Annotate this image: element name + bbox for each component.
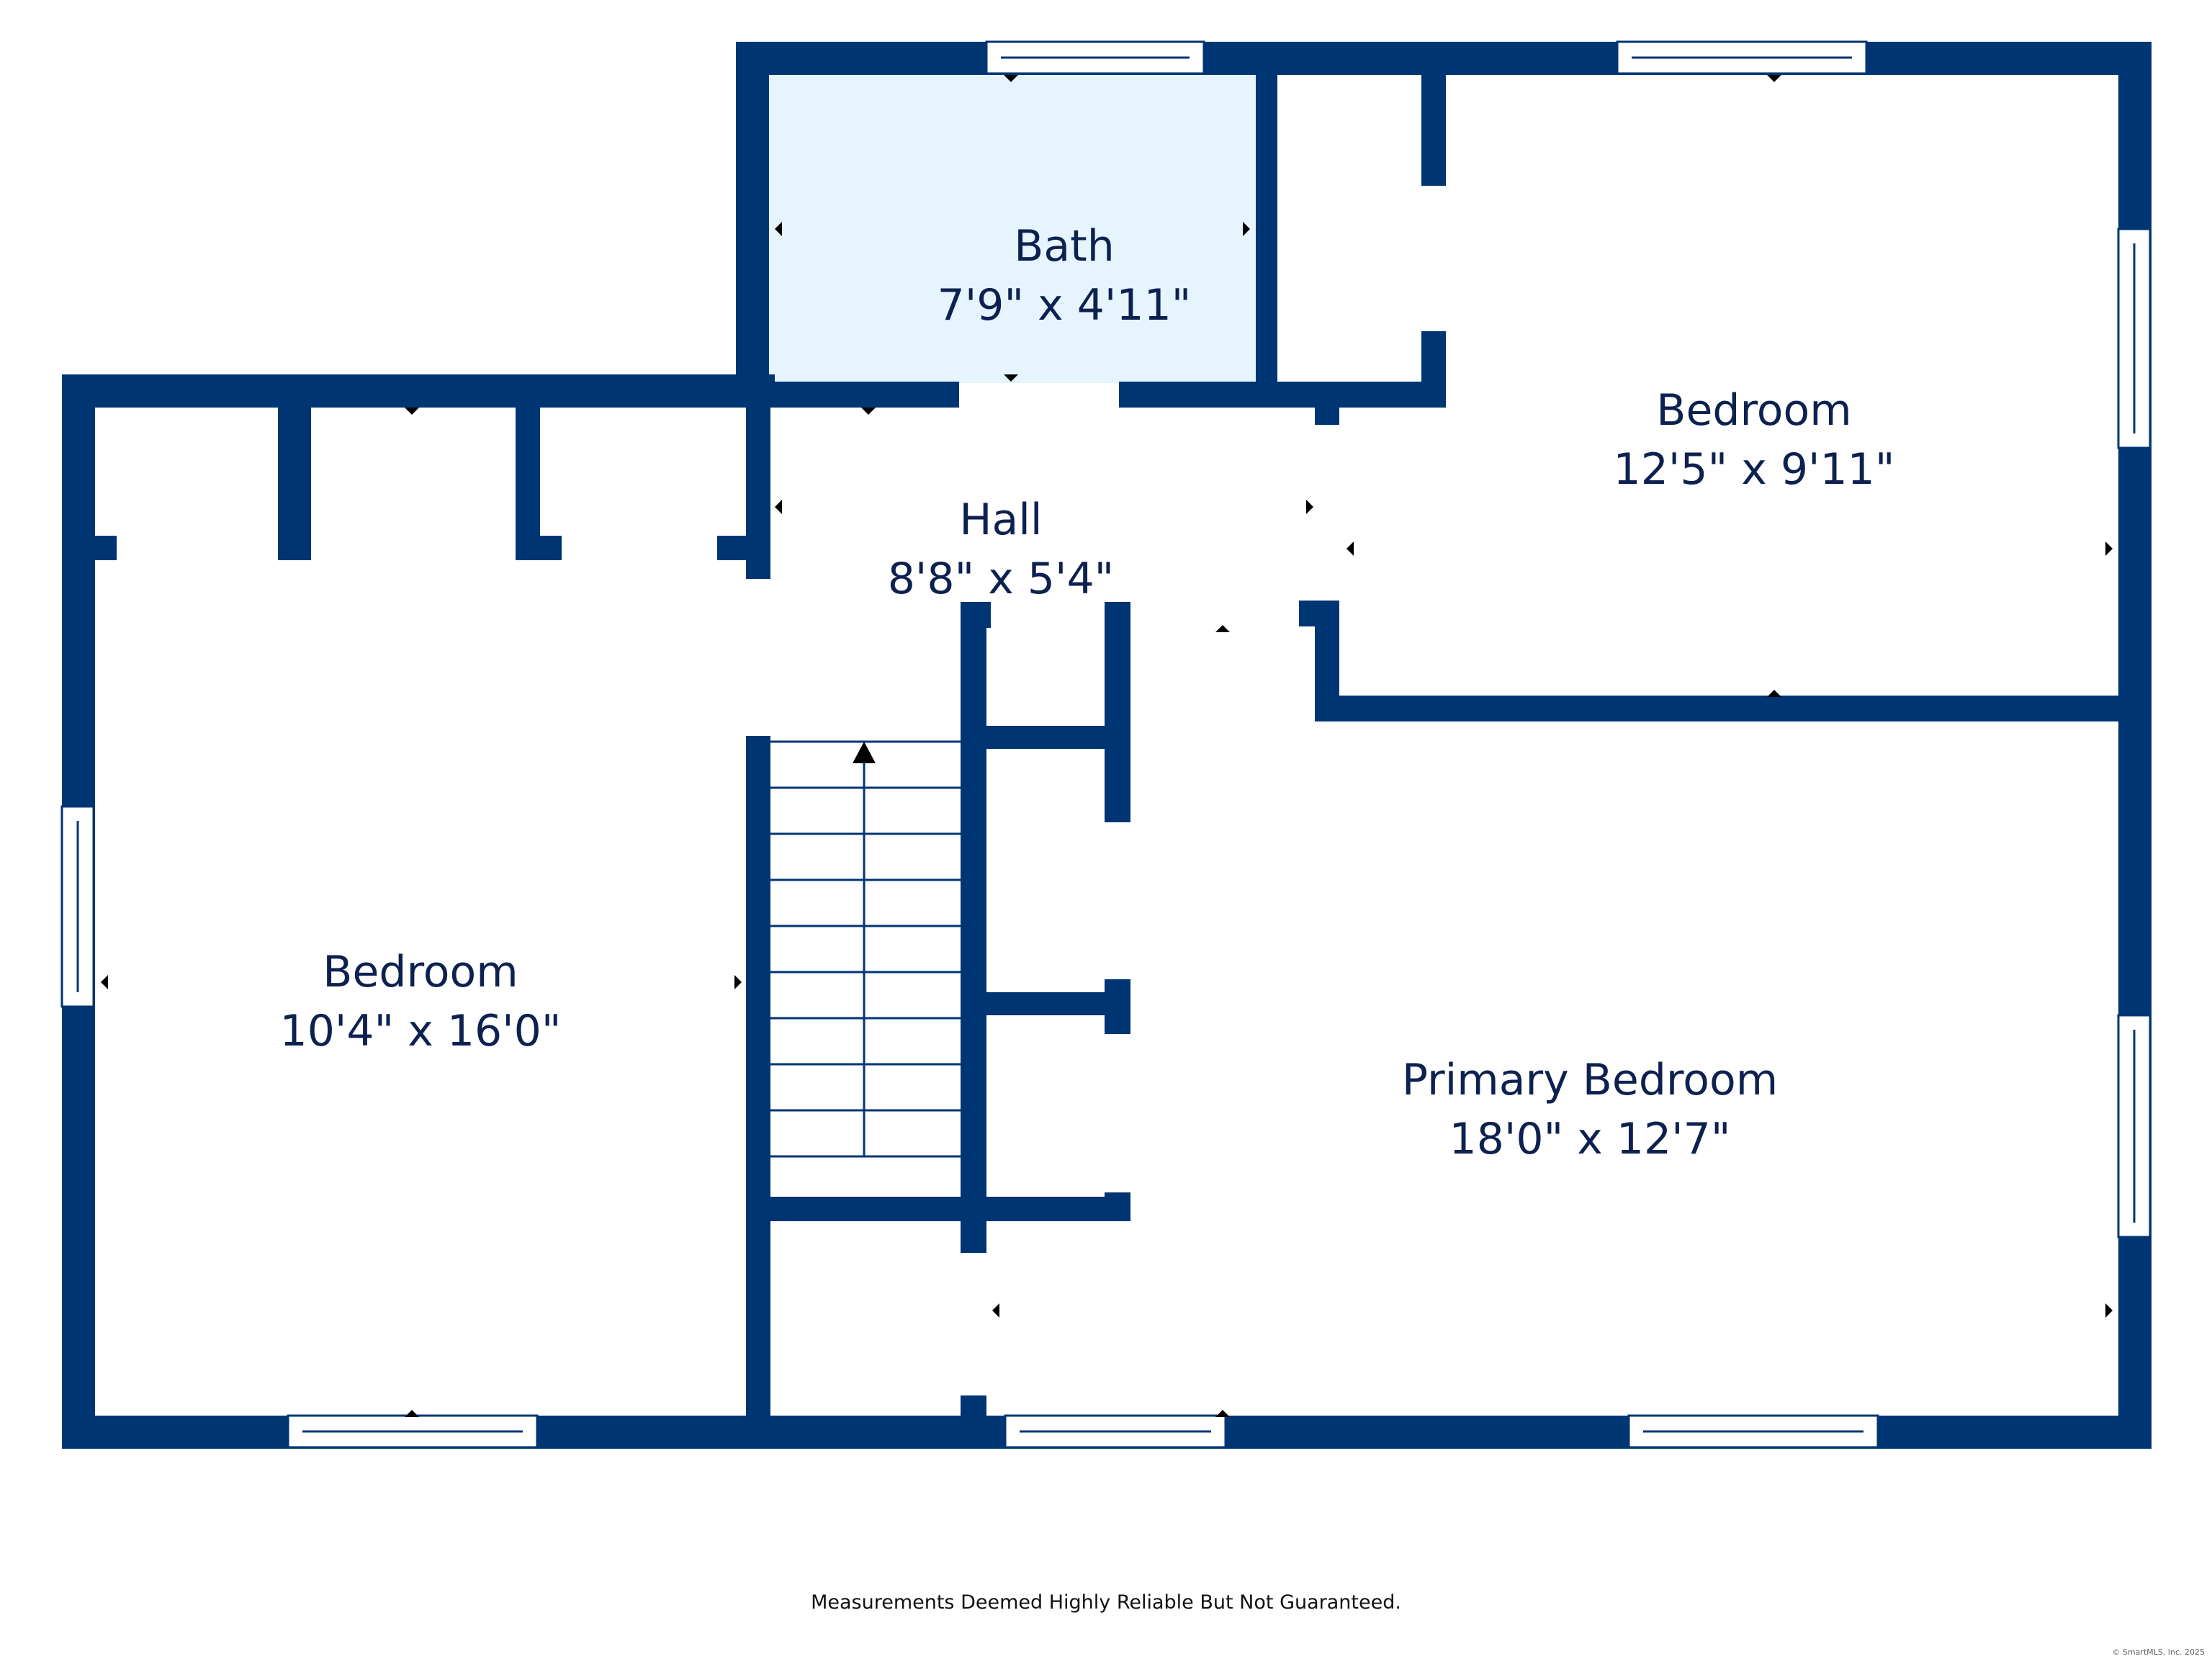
room-primary-bedroom: Primary Bedroom 18'0" x 12'7" [1402,1055,1778,1164]
bath-floor [768,73,1257,383]
room-name: Bedroom [323,947,518,997]
dimension-marker-icon [1767,75,1781,82]
room-hall: Hall 8'8" x 5'4" [888,495,1115,604]
dimension-marker-icon [1306,500,1313,514]
dimension-marker-icon [405,1410,419,1417]
dimension-marker-icon [1346,541,1354,556]
copyright-text: © SmartMLS, Inc. 2025 [2112,1647,2205,1657]
room-bedroom-left: Bedroom 10'4" x 16'0" [280,947,562,1056]
room-bath: Bath 7'9" x 4'11" [938,221,1192,331]
stair-arrow-up-icon [853,742,876,763]
dimension-marker-icon [1215,625,1230,632]
window-icon [287,1414,539,1449]
window-icon [1627,1414,1879,1449]
disclaimer-text: Measurements Deemed Highly Reliable But … [811,1591,1401,1614]
dimension-marker-icon [1767,690,1781,697]
windows [60,40,2152,1449]
room-dimensions: 10'4" x 16'0" [280,1006,562,1056]
window-icon [2117,1014,2152,1238]
room-name: Bedroom [1656,385,1851,436]
room-bedroom-right: Bedroom 12'5" x 9'11" [1614,385,1895,495]
room-dimensions: 12'5" x 9'11" [1614,444,1895,495]
dimension-marker-icon [2105,1303,2113,1318]
dimension-marker-icon [775,222,782,236]
dimension-marker-icon [1004,374,1018,382]
room-dimensions: 18'0" x 12'7" [1449,1114,1731,1164]
window-icon [1004,1414,1227,1449]
dimension-marker-icon [861,408,876,415]
dimension-marker-icon [1004,75,1018,82]
window-icon [1616,40,1868,75]
walls [62,42,2152,1449]
closet-openings [117,540,986,1395]
dimension-marker-icon [2105,541,2113,556]
dimension-marker-icon [1215,1410,1230,1417]
dimension-marker-icon [775,500,782,514]
room-dimensions: 7'9" x 4'11" [938,280,1192,331]
dimension-marker-icon [101,975,108,989]
dimension-markers [101,75,2113,1417]
room-dimensions: 8'8" x 5'4" [888,554,1115,604]
room-name: Hall [959,495,1042,545]
room-name: Bath [1014,221,1114,271]
room-name: Primary Bedroom [1402,1055,1778,1105]
window-icon [60,805,95,1008]
stairs [770,740,961,1158]
window-icon [2117,228,2152,449]
dimension-marker-icon [1243,222,1250,236]
window-icon [985,40,1205,75]
dimension-marker-icon [405,408,419,415]
dimension-marker-icon [992,1303,999,1318]
dimension-marker-icon [734,975,742,989]
